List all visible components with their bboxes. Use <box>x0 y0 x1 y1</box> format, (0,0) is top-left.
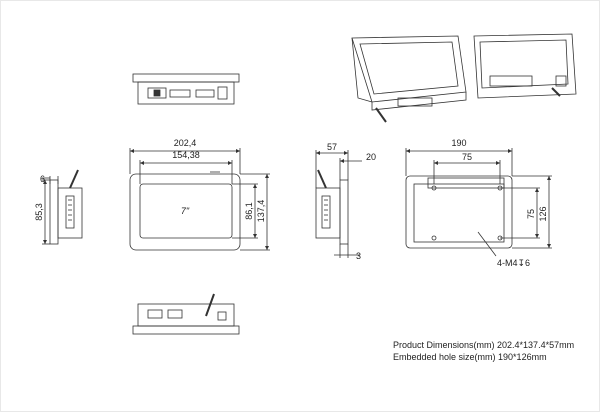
top-view <box>132 73 240 105</box>
rear-height-label: 126 <box>538 206 548 221</box>
rear-width-label: 190 <box>451 138 466 148</box>
front-height-label: 137,4 <box>256 200 266 223</box>
isometric-front-view <box>351 35 467 123</box>
right-side-view <box>315 150 362 258</box>
side-depth-label: 57 <box>327 142 337 152</box>
left-height-label: 85,3 <box>34 203 44 221</box>
left-side-view <box>42 169 83 245</box>
side-bezel-label: 20 <box>366 152 376 162</box>
rear-inner-height-label: 75 <box>526 209 536 219</box>
front-inner-height-label: 86,1 <box>244 202 254 220</box>
bottom-view <box>132 293 240 335</box>
rear-inner-width-label: 75 <box>462 152 472 162</box>
front-inner-width-label: 154,38 <box>172 150 200 160</box>
product-dimensions-note: Product Dimensions(mm) 202.4*137.4*57mm <box>393 340 575 350</box>
embedded-hole-note: Embedded hole size(mm) 190*126mm <box>393 352 547 362</box>
isometric-rear-view <box>473 33 577 99</box>
left-thickness-label: 6 <box>40 174 45 184</box>
screen-size-label: 7" <box>181 206 190 216</box>
rear-view <box>405 148 552 257</box>
front-view <box>129 148 270 251</box>
front-width-label: 202,4 <box>174 138 197 148</box>
side-panel-thickness-label: 3 <box>356 251 361 261</box>
mount-holes-label: 4-M4↧6 <box>497 258 530 268</box>
